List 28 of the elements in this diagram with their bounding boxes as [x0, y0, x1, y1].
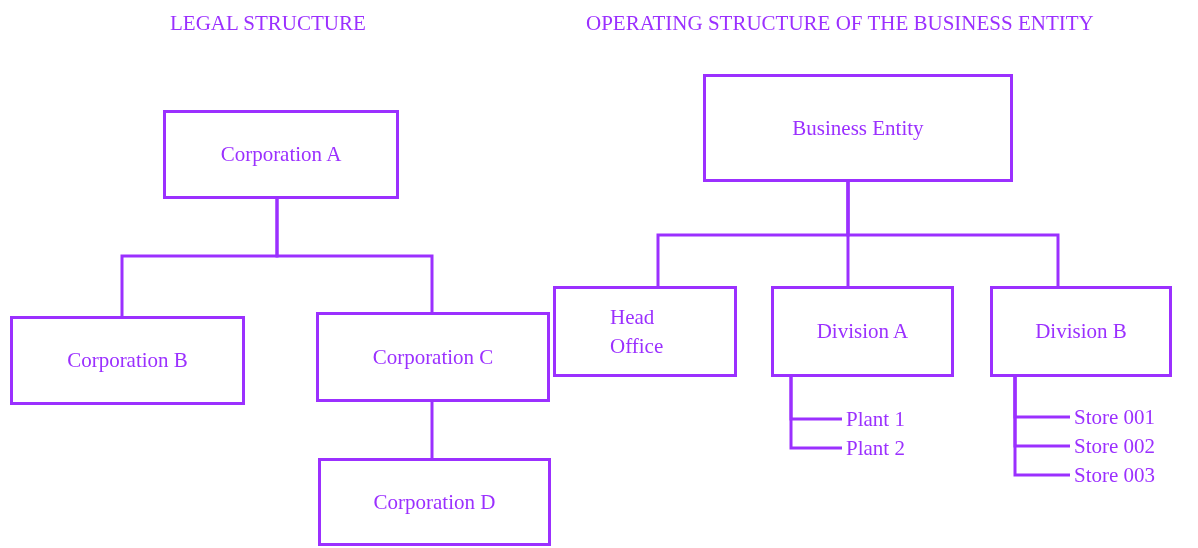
org-box — [703, 74, 1013, 182]
connector-line — [846, 182, 1060, 286]
org-box — [163, 110, 399, 199]
box-label: Division B — [1034, 318, 1128, 345]
org-box — [10, 316, 245, 405]
item-label: Store 001 — [1074, 403, 1156, 431]
connector-line — [430, 402, 434, 458]
item-label: Plant 1 — [846, 405, 905, 433]
connector-line — [789, 377, 842, 450]
section-heading: LEGAL STRUCTURE — [170, 10, 366, 37]
box-label: Corporation C — [371, 343, 495, 371]
box-label: Division A — [815, 318, 910, 345]
box-label: Corporation B — [66, 347, 189, 374]
box-label: Corporation D — [372, 488, 497, 516]
box-label: Business Entity — [791, 114, 925, 142]
org-box — [771, 286, 954, 377]
item-label: Plant 2 — [846, 434, 905, 462]
connector-line — [1013, 377, 1070, 477]
connector-line — [275, 199, 434, 312]
org-box — [553, 286, 737, 377]
org-box — [990, 286, 1172, 377]
org-box — [318, 458, 551, 546]
item-label: Store 002 — [1074, 432, 1156, 460]
box-label: Corporation A — [219, 141, 343, 168]
org-box — [316, 312, 550, 402]
section-heading: OPERATING STRUCTURE OF THE BUSINESS ENTITY — [586, 10, 1094, 37]
item-label: Store 003 — [1074, 461, 1156, 489]
box-label: Head Office — [610, 303, 665, 360]
